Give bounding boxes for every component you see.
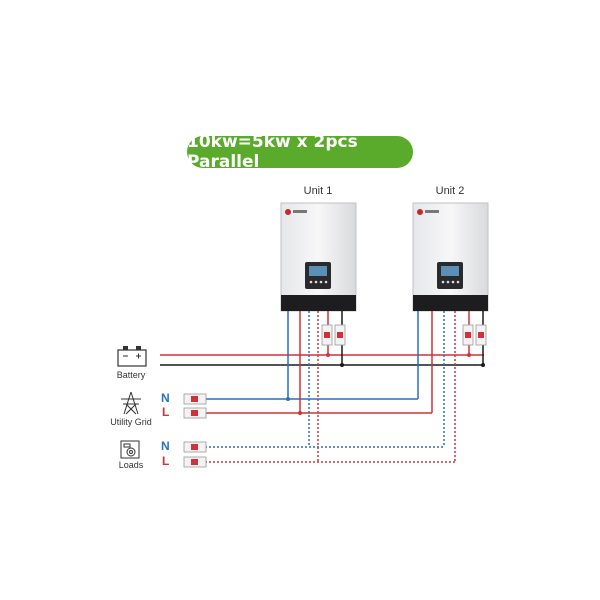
loads-icon (120, 440, 140, 459)
grid-input-wires (205, 311, 433, 415)
load-breakers (183, 441, 207, 468)
utility-grid-label: Utility Grid (110, 417, 152, 427)
lcd-screen (309, 266, 327, 276)
load-line-label: L (162, 454, 170, 468)
battery-icon (117, 346, 147, 367)
inverter-unit-2 (412, 202, 489, 312)
power-tower-icon (121, 391, 141, 415)
battery-breaker-unit-2 (462, 324, 487, 346)
grid-breakers (183, 393, 207, 419)
brand-logo-icon (417, 209, 423, 215)
unit-2-label: Unit 2 (435, 185, 465, 197)
loads-label: Loads (118, 460, 144, 470)
load-neutral-label: N (161, 439, 170, 453)
grid-line-label: L (162, 405, 170, 419)
title-banner: 10kw=5kw x 2pcs Parallel (187, 132, 413, 172)
brand-logo-icon (285, 209, 291, 215)
battery-label: Battery (116, 370, 146, 380)
lcd-screen (441, 266, 459, 276)
inverter-unit-1 (280, 202, 357, 312)
load-output-wires (205, 311, 456, 463)
battery-breaker-unit-1 (321, 324, 346, 346)
unit-1-label: Unit 1 (303, 185, 333, 197)
grid-neutral-label: N (161, 391, 170, 405)
